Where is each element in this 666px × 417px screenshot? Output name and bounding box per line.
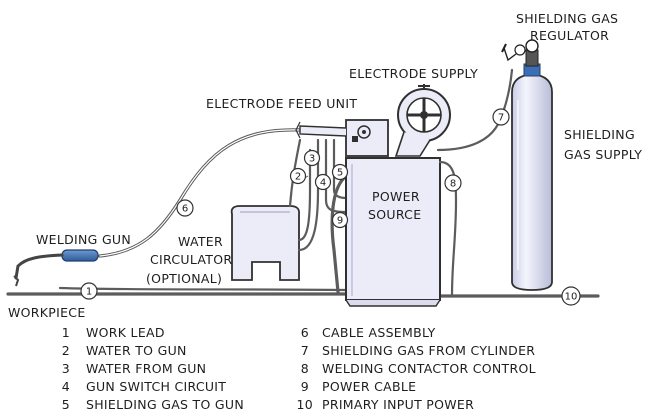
legend-text: GUN SWITCH CIRCUIT — [86, 379, 226, 394]
label-shielding-gas-supply-line2: GAS SUPPLY — [564, 147, 642, 162]
callout-circles: 1 2 3 4 5 6 7 8 — [80, 108, 581, 306]
label-electrode-supply: ELECTRODE SUPPLY — [349, 66, 478, 81]
legend-item-9: 9 POWER CABLE — [301, 379, 416, 394]
legend-text: WATER TO GUN — [86, 343, 187, 358]
label-water-circulator-line3: (OPTIONAL) — [146, 271, 222, 286]
legend-item-2: 2 WATER TO GUN — [62, 343, 187, 358]
legend-item-8: 8 WELDING CONTACTOR CONTROL — [301, 361, 536, 376]
svg-text:1: 1 — [86, 287, 92, 298]
legend: 1 WORK LEAD 2 WATER TO GUN 3 WATER FROM … — [62, 325, 536, 412]
label-shielding-gas-regulator-line1: SHIELDING GAS — [516, 11, 618, 26]
legend-number: 4 — [62, 379, 70, 394]
legend-text: SHIELDING GAS TO GUN — [86, 397, 244, 412]
callout-4: 4 — [314, 173, 332, 191]
shielding-gas-regulator — [501, 39, 539, 67]
legend-number: 9 — [301, 379, 309, 394]
legend-number: 2 — [62, 343, 70, 358]
callout-1: 1 — [80, 282, 98, 300]
welding-gun — [13, 249, 99, 287]
svg-text:6: 6 — [182, 204, 188, 215]
legend-item-5: 5 SHIELDING GAS TO GUN — [62, 397, 244, 412]
svg-text:7: 7 — [498, 113, 504, 124]
callout-8: 8 — [444, 174, 462, 192]
legend-text: CABLE ASSEMBLY — [322, 325, 436, 340]
svg-text:3: 3 — [309, 154, 315, 165]
gun-nozzle — [13, 275, 20, 287]
legend-item-4: 4 GUN SWITCH CIRCUIT — [62, 379, 226, 394]
electrode-supply-spool — [394, 84, 451, 157]
svg-text:5: 5 — [337, 168, 343, 179]
water-circulator — [230, 205, 300, 281]
label-shielding-gas-regulator-line2: REGULATOR — [530, 28, 609, 43]
legend-number: 10 — [296, 397, 313, 412]
callout-10: 10 — [561, 286, 581, 306]
legend-number: 6 — [301, 325, 309, 340]
legend-item-7: 7 SHIELDING GAS FROM CYLINDER — [301, 343, 535, 358]
label-water-circulator-line1: WATER — [178, 234, 223, 249]
legend-text: WATER FROM GUN — [86, 361, 206, 376]
callout-3: 3 — [303, 149, 321, 167]
cable-assembly — [98, 128, 302, 258]
svg-text:8: 8 — [450, 179, 456, 190]
gun-neck — [14, 253, 64, 280]
diagram-labels: SHIELDING GAS REGULATOR ELECTRODE SUPPLY… — [8, 11, 642, 320]
callout-7: 7 — [492, 108, 510, 126]
power-source — [345, 157, 441, 307]
callout-9: 9 — [331, 211, 349, 229]
svg-text:4: 4 — [320, 178, 326, 189]
callout-2: 2 — [289, 167, 307, 185]
legend-text: PRIMARY INPUT POWER — [322, 397, 474, 412]
label-power-source-line2: SOURCE — [368, 207, 421, 222]
legend-item-6: 6 CABLE ASSEMBLY — [301, 325, 436, 340]
label-workpiece: WORKPIECE — [8, 305, 86, 320]
control-lines — [324, 138, 348, 294]
label-shielding-gas-supply-line1: SHIELDING — [564, 127, 635, 142]
callout-6: 6 — [176, 199, 194, 217]
svg-text:2: 2 — [295, 172, 301, 183]
legend-text: POWER CABLE — [322, 379, 416, 394]
legend-text: WELDING CONTACTOR CONTROL — [322, 361, 536, 376]
legend-item-10: 10 PRIMARY INPUT POWER — [296, 397, 474, 412]
legend-number: 5 — [62, 397, 70, 412]
svg-text:9: 9 — [337, 216, 343, 227]
label-welding-gun: WELDING GUN — [36, 232, 131, 247]
legend-number: 7 — [301, 343, 309, 358]
label-electrode-feed-unit: ELECTRODE FEED UNIT — [206, 96, 357, 111]
shielding-gas-cylinder — [511, 63, 553, 291]
label-water-circulator-line2: CIRCULATOR — [150, 252, 232, 267]
legend-text: SHIELDING GAS FROM CYLINDER — [322, 343, 535, 358]
legend-text: WORK LEAD — [86, 325, 165, 340]
gun-handle — [61, 249, 99, 262]
label-power-source-line1: POWER — [372, 189, 420, 204]
legend-number: 8 — [301, 361, 309, 376]
legend-number: 1 — [62, 325, 70, 340]
svg-text:10: 10 — [565, 292, 578, 303]
electrode-feed-unit — [295, 119, 389, 157]
legend-item-3: 3 WATER FROM GUN — [62, 361, 206, 376]
legend-number: 3 — [62, 361, 70, 376]
legend-item-1: 1 WORK LEAD — [62, 325, 165, 340]
callout-5: 5 — [331, 163, 349, 181]
